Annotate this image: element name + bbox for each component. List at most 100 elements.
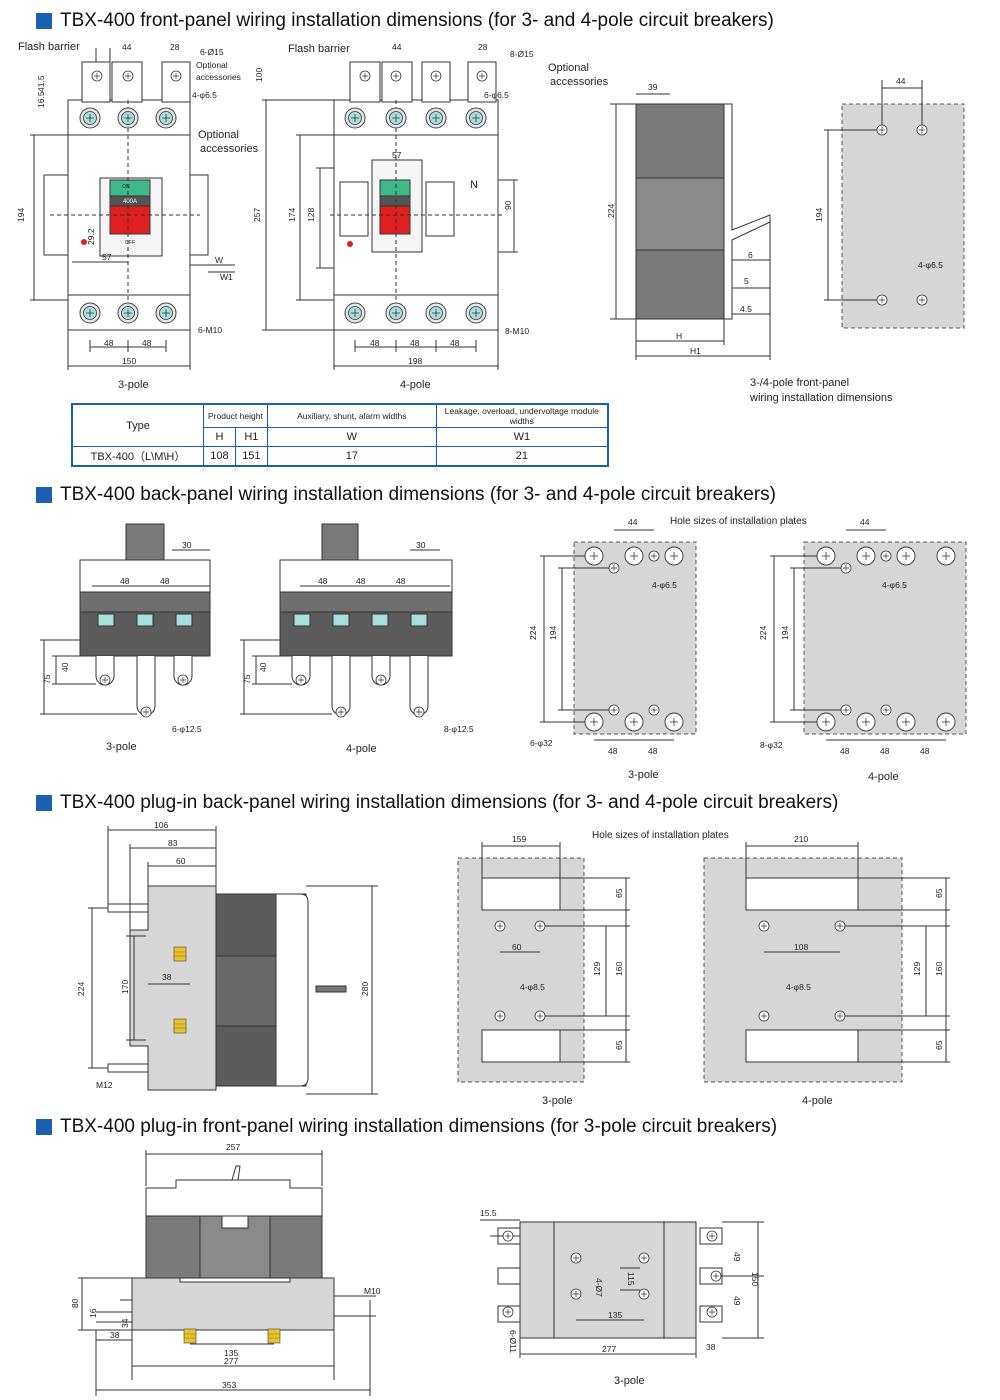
accessories-label: accessories [196, 72, 241, 82]
pbp4-160: 160 [934, 962, 944, 976]
type-header: Type [71, 403, 204, 447]
plate-dim-44: 44 [896, 76, 906, 86]
section-title-text: TBX-400 back-panel wiring installation d… [60, 484, 776, 505]
pb-plates-title: Hole sizes of installation plates [592, 830, 729, 841]
m10-3pole: 6-M10 [198, 325, 222, 335]
section-marker-icon [36, 1119, 52, 1135]
holes-4pole-label: 8-Ø15 [510, 49, 534, 59]
front-side-view [610, 93, 771, 360]
dim-198: 198 [408, 356, 422, 366]
dim-48-4a: 48 [370, 338, 380, 348]
dim-128: 128 [306, 208, 316, 222]
dim-57: 57 [102, 252, 112, 262]
row-w1: 21 [435, 446, 609, 467]
bp4-big: 8-φ32 [760, 740, 783, 750]
dim-28-4: 28 [478, 42, 488, 52]
section-marker-icon [36, 13, 52, 29]
row-h: 108 [203, 446, 236, 467]
side-caption-2: wiring installation dimensions [749, 392, 893, 404]
product-height-header: Product height [203, 403, 268, 428]
pfp-49a: 49 [732, 1252, 742, 1262]
pfp-277: 277 [602, 1344, 616, 1354]
section-title-text: TBX-400 plug-in front-panel wiring insta… [60, 1116, 778, 1137]
front-4pole-drawing [262, 61, 518, 370]
back4-dim-30: 30 [416, 540, 426, 550]
dim-29-2: 29.2 [86, 228, 96, 245]
row-type: TBX-400（L\M\H） [71, 446, 204, 467]
pf-dim-38: 38 [110, 1330, 120, 1340]
pbp4-hole: 4-φ8.5 [786, 982, 811, 992]
pf-dim-257: 257 [226, 1142, 240, 1152]
face-on-label: ON [122, 184, 130, 190]
dim-16-5: 16.5 [36, 91, 46, 108]
holes-3pole-label: 6-Ø15 [200, 47, 224, 57]
front-mounting-plate [824, 80, 965, 329]
side-dim-4-5: 4.5 [740, 304, 752, 314]
flash-barrier-label-3: Flash barrier [18, 41, 80, 53]
bp4-mount: 4-φ6.5 [882, 580, 907, 590]
pf-dim-34: 34 [120, 1318, 130, 1328]
pbp3-65a: 65 [614, 888, 624, 898]
dim-28: 28 [170, 42, 180, 52]
section-marker-icon [36, 795, 52, 811]
pbp4-210: 210 [794, 834, 808, 844]
plugin-back-side-drawing [88, 826, 378, 1095]
pbp3-160: 160 [614, 962, 624, 976]
dim-257: 257 [252, 208, 262, 222]
accessories-label-2: accessories [200, 143, 259, 155]
bp4-48b: 48 [880, 746, 890, 756]
back-caption-4: 4-pole [346, 743, 377, 755]
pfp-38: 38 [706, 1342, 716, 1352]
row-h1: 151 [234, 446, 268, 467]
h-header: H [203, 427, 236, 447]
pbp3-60: 60 [512, 942, 522, 952]
section-title-text: TBX-400 plug-in back-panel wiring instal… [60, 792, 839, 813]
back-hole-4: 8-φ12.5 [444, 724, 474, 734]
m10-4pole: 8-M10 [505, 326, 529, 336]
flash-barrier-label-4: Flash barrier [288, 43, 350, 55]
pf-dim-135: 135 [224, 1348, 238, 1358]
optional-label: Optional [196, 60, 228, 70]
back-dim-30: 30 [182, 540, 192, 550]
pbp3-65b: 65 [614, 1040, 624, 1050]
back4-dim-48a: 48 [318, 576, 328, 586]
pb-m12: M12 [96, 1080, 113, 1090]
side-dim-6: 6 [748, 250, 753, 260]
pf-dim-277: 277 [224, 1356, 238, 1366]
pfp-150: 150 [750, 1272, 760, 1286]
section-title-plugin-front: TBX-400 plug-in front-panel wiring insta… [36, 1116, 777, 1138]
back-4pole-drawing [240, 523, 453, 716]
w1-header: W1 [435, 427, 609, 447]
dim-48b: 48 [142, 338, 152, 348]
back4-dim-48c: 48 [396, 576, 406, 586]
pb-dim-60: 60 [176, 856, 186, 866]
dim-48a: 48 [104, 338, 114, 348]
pbp4-108: 108 [794, 942, 808, 952]
section-title-back: TBX-400 back-panel wiring installation d… [36, 484, 776, 506]
bp3-mount: 4-φ6.5 [652, 580, 677, 590]
pbp3-129: 129 [592, 962, 602, 976]
pf-dim-80: 80 [70, 1298, 80, 1308]
pfp-4-07: 4-Ø7 [594, 1278, 604, 1297]
pfp-caption: 3-pole [614, 1375, 645, 1387]
bp4-48c: 48 [920, 746, 930, 756]
dim-48-4b: 48 [410, 338, 420, 348]
bp3-big: 6-φ32 [530, 738, 553, 748]
pbp4-65a: 65 [934, 888, 944, 898]
dim-194: 194 [16, 208, 26, 222]
w-header: W [266, 427, 437, 447]
pfp-115: 115 [626, 1272, 636, 1286]
bp3-dim-44: 44 [628, 517, 638, 527]
back-dim-75: 75 [42, 674, 52, 684]
dim-44: 44 [122, 42, 132, 52]
pfp-135: 135 [608, 1310, 622, 1320]
dim-48-4c: 48 [450, 338, 460, 348]
optional-label-2: Optional [198, 129, 239, 141]
bp3-dim-194: 194 [548, 626, 558, 640]
dim-w1: W1 [220, 272, 233, 282]
pbp4-65b: 65 [934, 1040, 944, 1050]
pf-dim-353: 353 [222, 1380, 236, 1390]
mount-holes-4pole: 6-φ6.5 [484, 90, 509, 100]
mount-holes-3pole: 4-φ6.5 [192, 90, 217, 100]
